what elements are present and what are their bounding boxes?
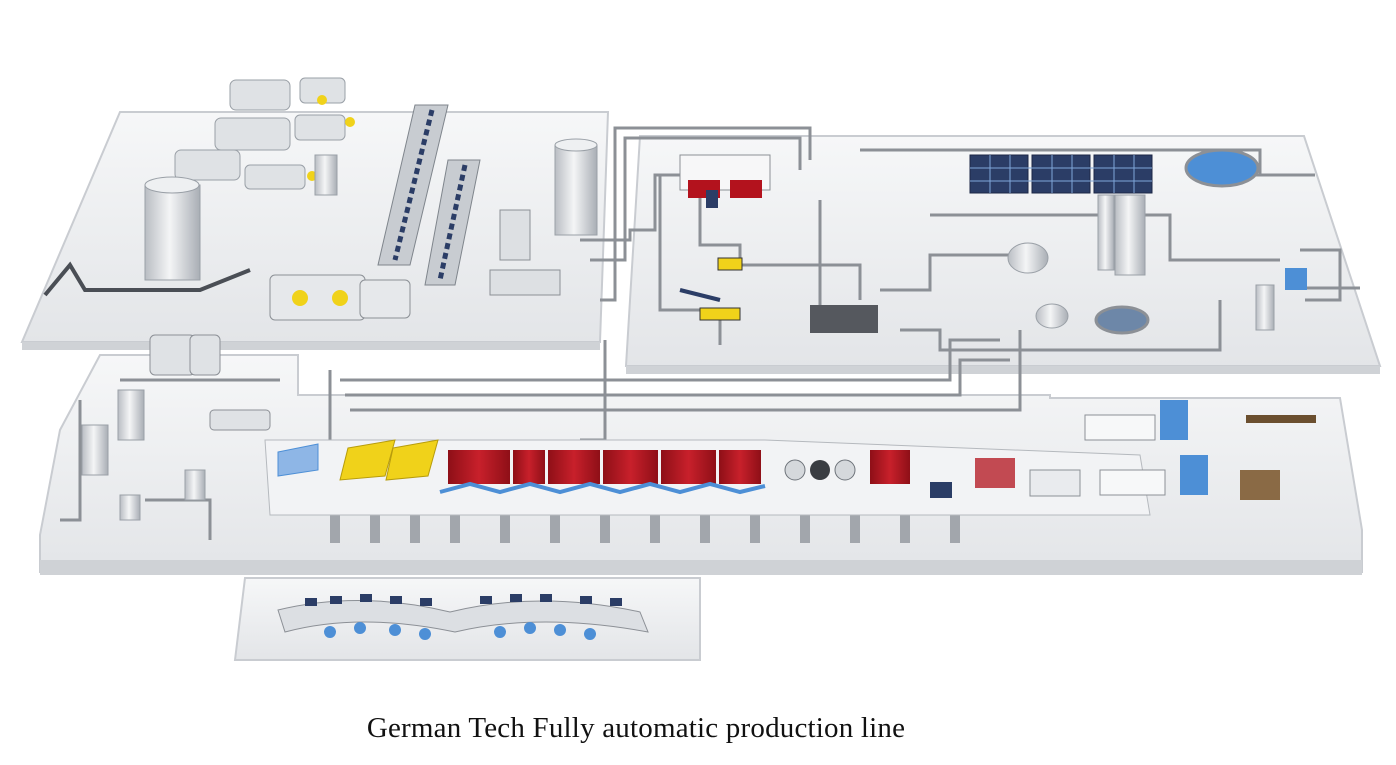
pm-tanks	[81, 334, 271, 521]
clarifier-pool	[1094, 148, 1260, 335]
refiner-rack	[377, 104, 481, 286]
control-room-desk	[277, 594, 649, 640]
dryer-section	[439, 450, 910, 495]
storage-tanks	[144, 138, 598, 281]
wire-section	[277, 443, 319, 477]
handling-robots	[679, 257, 743, 321]
size-press-and-calender	[784, 458, 1081, 498]
pulper-drums	[174, 77, 355, 190]
furnace-unit	[679, 154, 771, 208]
machine-base-supports	[330, 515, 960, 543]
press-hoods	[339, 439, 439, 481]
caption: German Tech Fully automatic production l…	[366, 712, 906, 744]
screening-units	[269, 209, 561, 321]
bale-conveyor	[43, 261, 251, 297]
pipe-network	[60, 126, 1360, 540]
process-tanks	[810, 194, 1307, 333]
winder-section	[1084, 400, 1316, 500]
filter-panels	[969, 154, 1153, 194]
production-line-illustration	[20, 77, 1382, 661]
